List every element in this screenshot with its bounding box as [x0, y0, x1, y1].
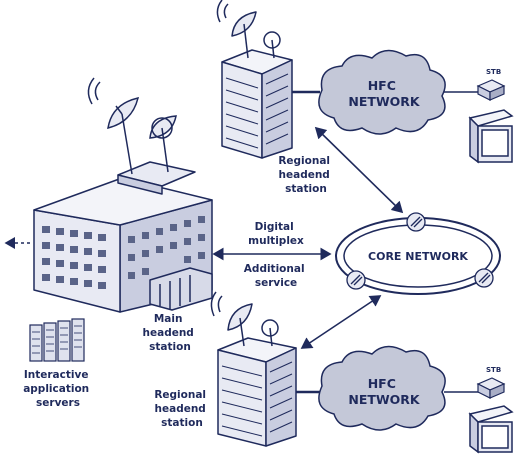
router-icon [346, 212, 494, 290]
regional-headend-tower-bottom-icon [210, 291, 297, 447]
core-network-label: CORE NETWORK [368, 250, 468, 263]
building-windows [42, 216, 205, 289]
regional-headend-label-bottom: Regional headend station [154, 389, 209, 429]
additional-service-label: Additional service [244, 263, 308, 289]
server-rack-icon [29, 318, 85, 362]
satellite-dish-icon [87, 77, 177, 175]
tv-top-icon [468, 109, 514, 164]
hfc-label-bottom: HFC NETWORK [348, 376, 421, 407]
stb-label-bottom: STB [486, 366, 501, 374]
hfc-cloud-bottom-icon [318, 345, 446, 431]
regional-headend-tower-top-icon [216, 0, 293, 159]
main-headend-building-icon [33, 161, 213, 313]
regional-top-core-arrow [314, 126, 404, 214]
main-headend-label: Main headend station [143, 313, 198, 353]
interactive-servers-label: Interactive application servers [23, 369, 93, 409]
stb-label-top: STB [486, 68, 501, 76]
set-top-box-bottom-icon [476, 377, 506, 399]
set-top-box-top-icon [476, 79, 506, 101]
regional-headend-label-top: Regional headend station [278, 155, 333, 195]
regional-bottom-core-arrow [300, 295, 382, 349]
tv-bottom-icon [468, 405, 514, 454]
hfc-label-top: HFC NETWORK [348, 78, 421, 109]
digital-multiplex-label: Digital multiplex [248, 221, 304, 247]
